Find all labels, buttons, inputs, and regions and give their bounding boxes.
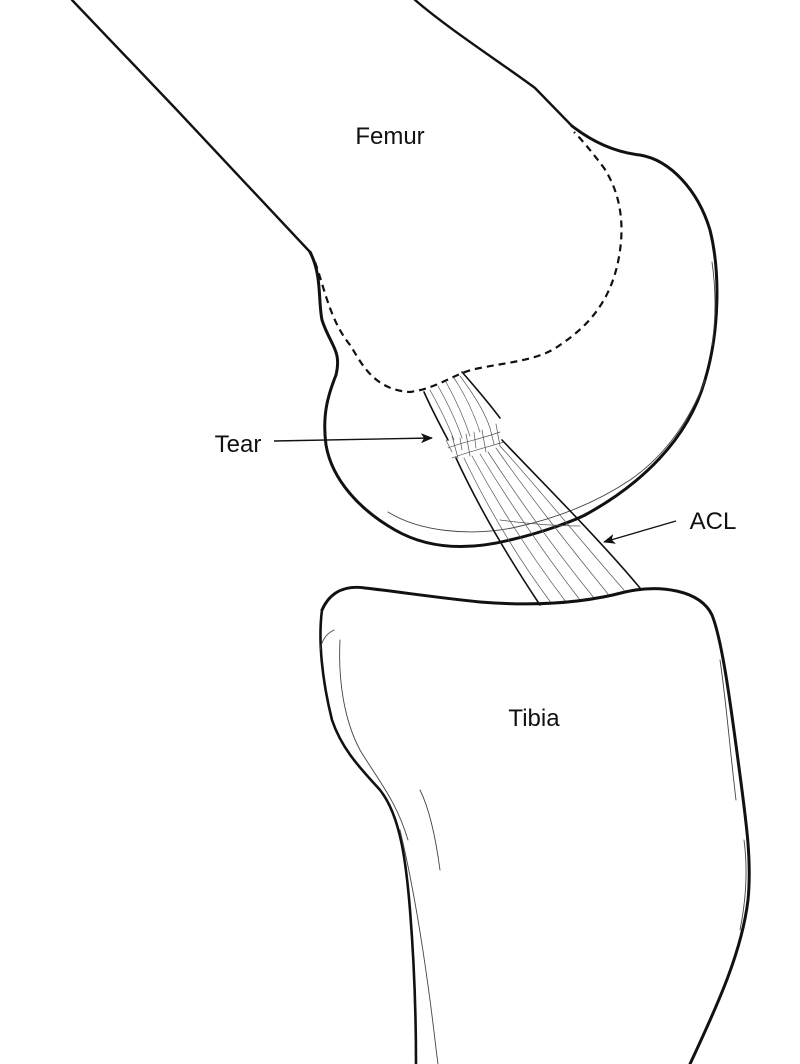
- femur-bone: [70, 0, 719, 549]
- tear-leader-arrow: [273, 433, 433, 444]
- tear-label: Tear: [215, 431, 262, 458]
- acl-ligament: [423, 371, 641, 606]
- acl-leader-arrow: [603, 520, 677, 544]
- femur-label: Femur: [355, 123, 424, 150]
- tibia-bone: [319, 585, 751, 1064]
- tibia-label: Tibia: [508, 705, 560, 732]
- acl-label: ACL: [690, 508, 737, 535]
